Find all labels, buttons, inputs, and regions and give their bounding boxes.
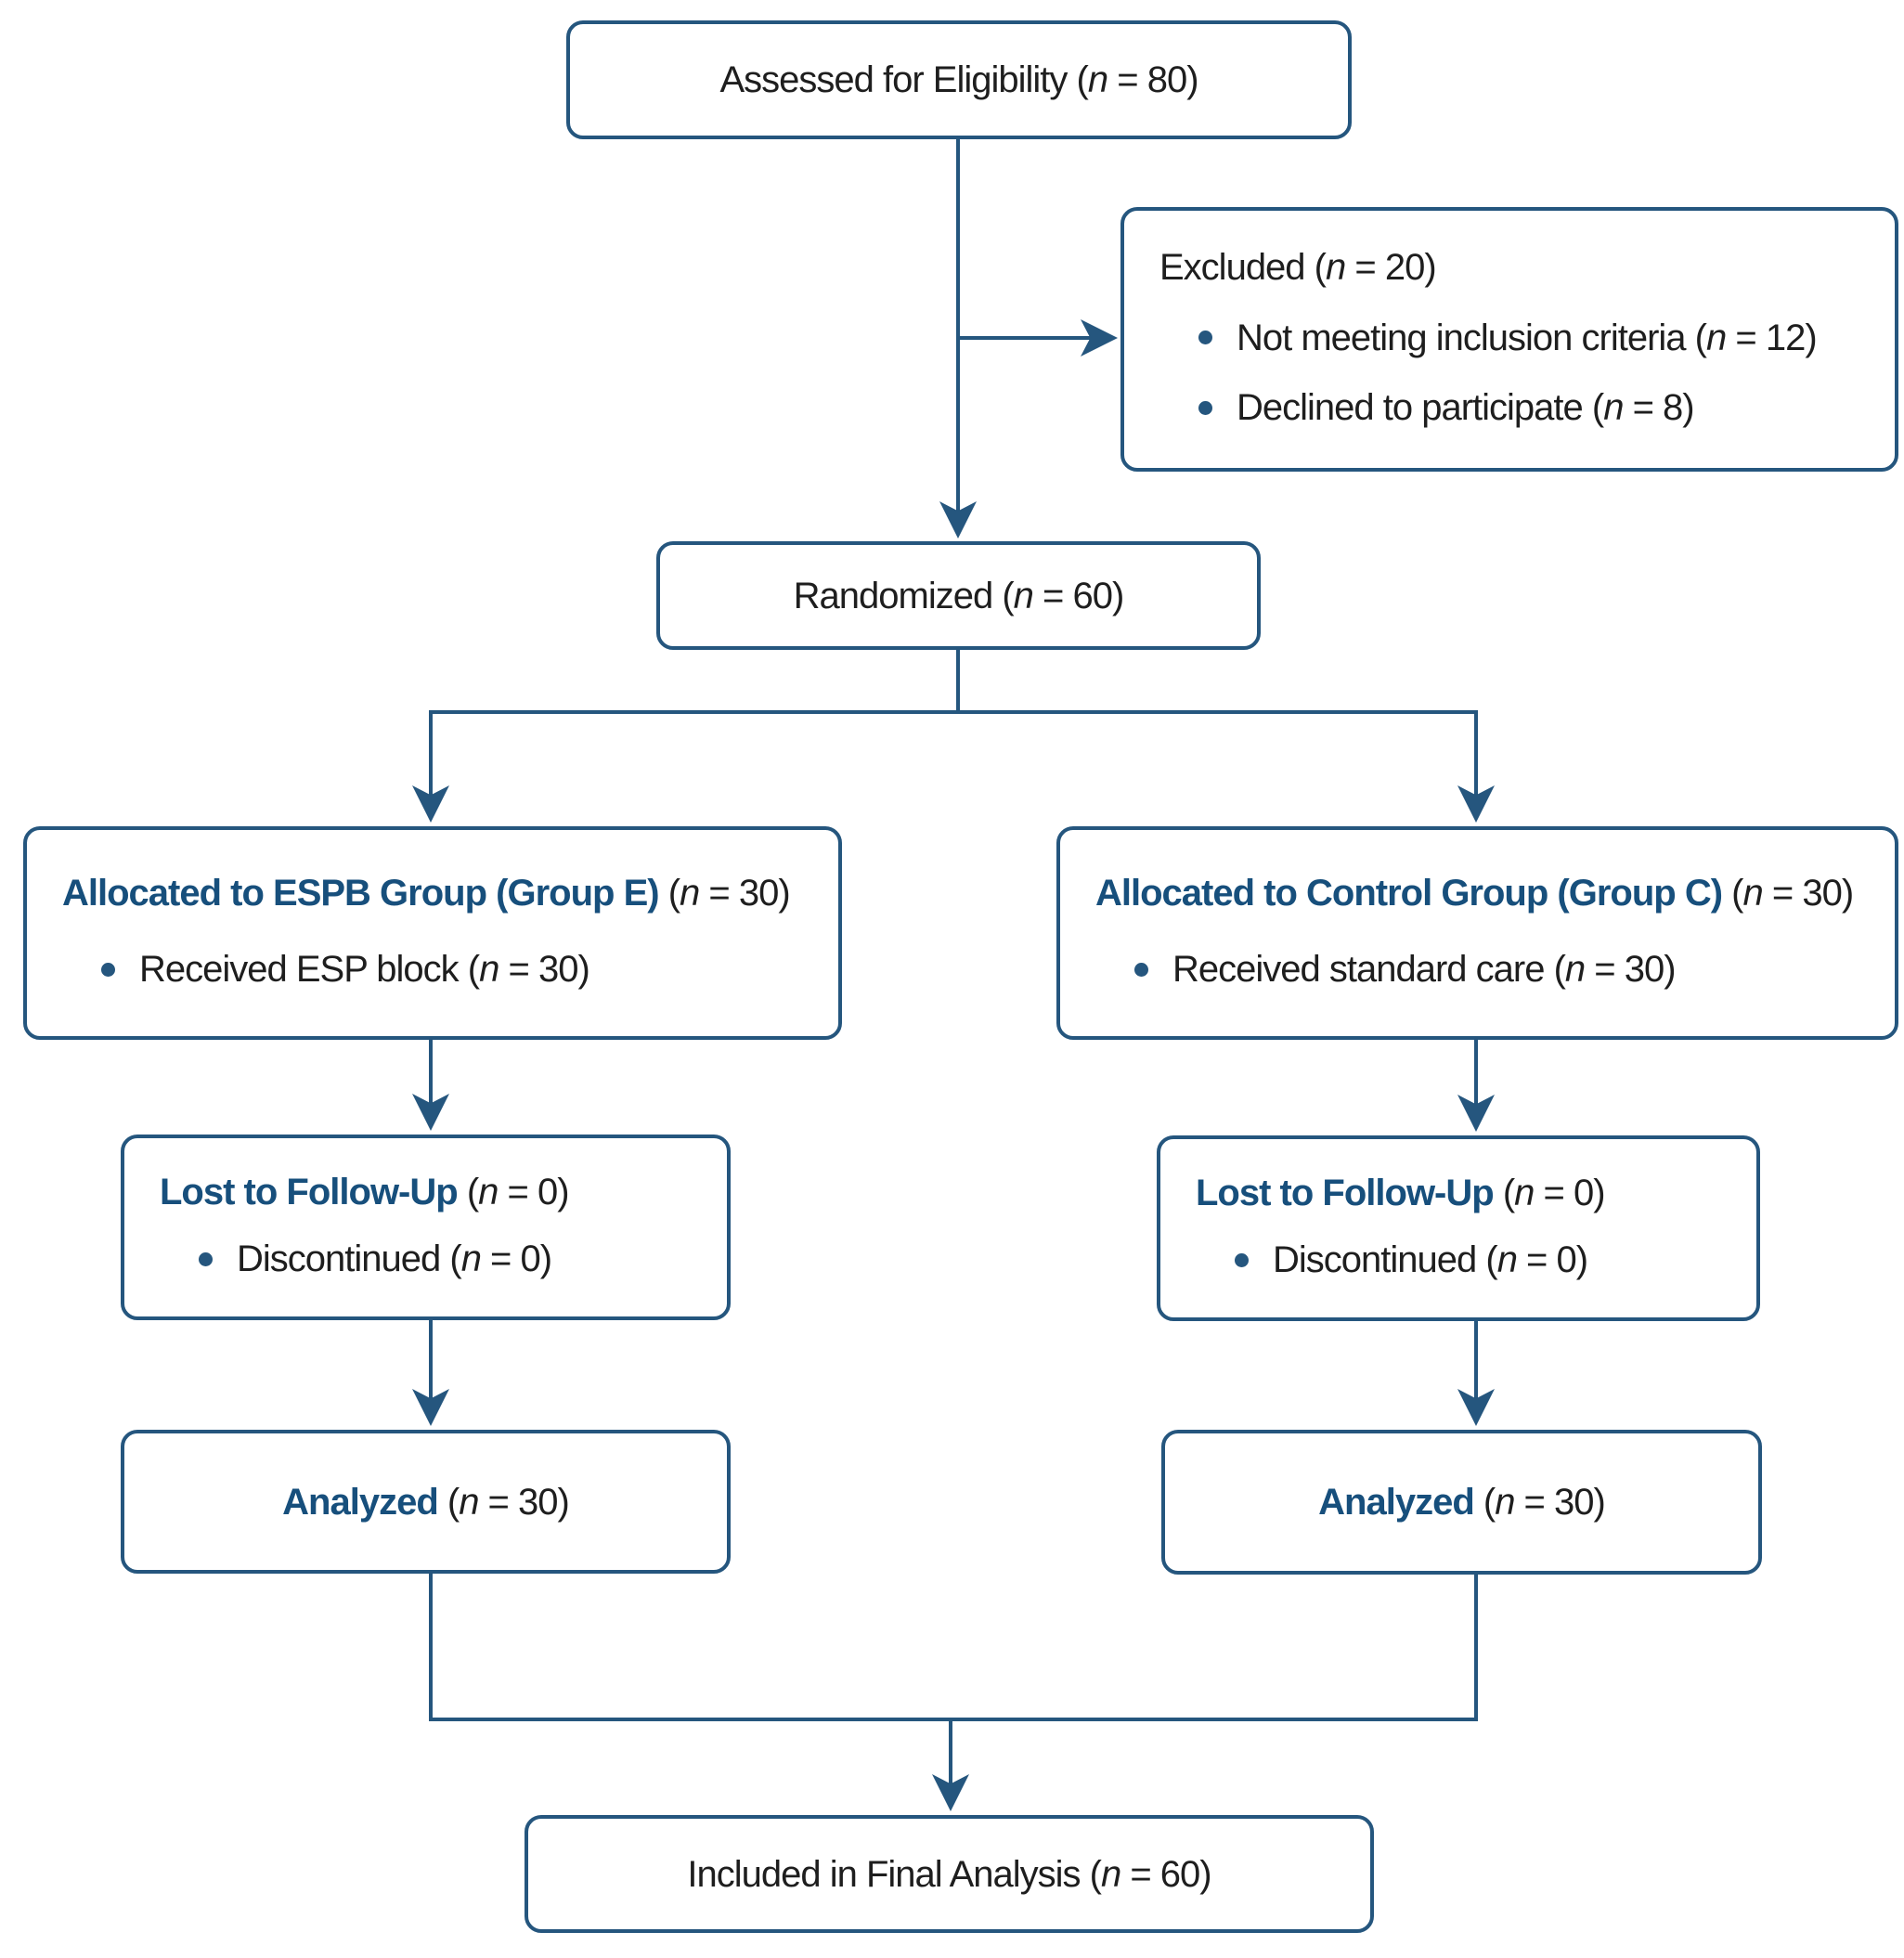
box-assessed-label: Assessed for Eligibility (n = 80) bbox=[719, 59, 1198, 100]
box-analyzed-espb-label: Analyzed (n = 30) bbox=[282, 1481, 570, 1523]
box-lost-followup-control: Lost to Follow-Up (n = 0) Discontinued (… bbox=[1157, 1135, 1760, 1321]
bullet-dot-icon bbox=[199, 1251, 213, 1266]
bullet-dot-icon bbox=[1198, 331, 1212, 344]
box-analyzed-control-label: Analyzed (n = 30) bbox=[1318, 1482, 1606, 1523]
bullet-item: Discontinued (n = 0) bbox=[1196, 1238, 1733, 1281]
box-excluded-title: Excluded (n = 20) bbox=[1159, 246, 1437, 288]
bullet-dot-icon bbox=[101, 962, 115, 977]
box-allocated-control-title: Allocated to Control Group (Group C) (n … bbox=[1095, 872, 1854, 914]
bullet-label: Declined to participate (n = 8) bbox=[1237, 387, 1695, 429]
box-allocated-espb-title: Allocated to ESPB Group (Group E) (n = 3… bbox=[62, 872, 791, 914]
bullet-item: Discontinued (n = 0) bbox=[160, 1238, 704, 1280]
box-included-final-analysis: Included in Final Analysis (n = 60) bbox=[525, 1815, 1374, 1933]
box-lost-followup-espb: Lost to Follow-Up (n = 0) Discontinued (… bbox=[121, 1135, 731, 1320]
bullet-dot-icon bbox=[1198, 400, 1212, 415]
box-excluded: Excluded (n = 20) Not meeting inclusion … bbox=[1120, 207, 1898, 472]
bullet-label: Not meeting inclusion criteria (n = 12) bbox=[1237, 317, 1818, 358]
box-analyzed-control: Analyzed (n = 30) bbox=[1161, 1430, 1762, 1575]
bullet-dot-icon bbox=[1134, 962, 1148, 977]
box-final-label: Included in Final Analysis (n = 60) bbox=[687, 1853, 1211, 1895]
box-allocated-espb-group: Allocated to ESPB Group (Group E) (n = 3… bbox=[23, 826, 842, 1040]
bullet-label: Discontinued (n = 0) bbox=[237, 1238, 552, 1280]
bullet-item: Declined to participate (n = 8) bbox=[1159, 386, 1872, 429]
box-allocated-control-group: Allocated to Control Group (Group C) (n … bbox=[1056, 826, 1898, 1040]
bullet-label: Discontinued (n = 0) bbox=[1273, 1239, 1588, 1281]
box-analyzed-espb: Analyzed (n = 30) bbox=[121, 1430, 731, 1574]
bullet-label: Received standard care (n = 30) bbox=[1172, 949, 1677, 991]
bullet-dot-icon bbox=[1235, 1252, 1249, 1267]
box-randomized-label: Randomized (n = 60) bbox=[793, 575, 1125, 616]
box-randomized: Randomized (n = 60) bbox=[656, 541, 1261, 650]
box-lost-espb-title: Lost to Follow-Up (n = 0) bbox=[160, 1171, 570, 1212]
box-lost-control-title: Lost to Follow-Up (n = 0) bbox=[1196, 1172, 1606, 1213]
bullet-item: Received ESP block (n = 30) bbox=[62, 948, 815, 991]
bullet-item: Not meeting inclusion criteria (n = 12) bbox=[1159, 317, 1872, 359]
bullet-item: Received standard care (n = 30) bbox=[1095, 948, 1872, 991]
box-assessed-eligibility: Assessed for Eligibility (n = 80) bbox=[566, 20, 1352, 139]
bullet-label: Received ESP block (n = 30) bbox=[139, 949, 590, 991]
